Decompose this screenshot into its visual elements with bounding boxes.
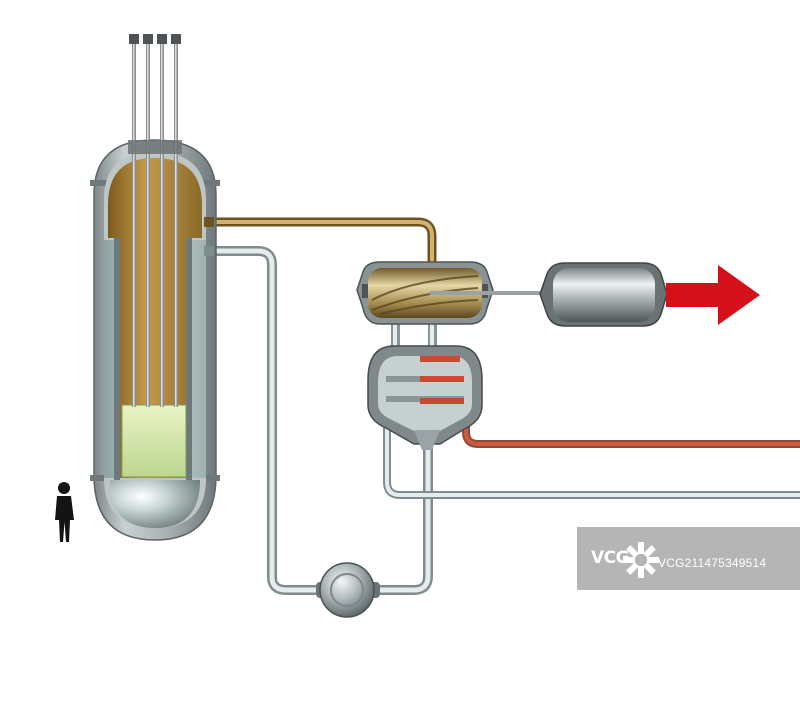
- human-figure: [55, 482, 74, 542]
- turbine: [356, 261, 494, 325]
- reactor-vessel: [90, 34, 220, 541]
- cold-return-pipe: [210, 246, 322, 595]
- hot-plenum: [108, 158, 202, 478]
- generator: [539, 262, 668, 327]
- watermark-logo: VCG: [591, 548, 630, 568]
- hot-coolant-pipe: [205, 217, 437, 265]
- heat-exchanger: [367, 345, 483, 450]
- power-output-arrow: [666, 265, 760, 325]
- turbine-shaft: [430, 291, 545, 295]
- control-rods: [128, 34, 182, 407]
- pump-outlet-pipe: [372, 435, 433, 595]
- circulation-pump: [316, 562, 380, 618]
- watermark-box: [577, 527, 800, 590]
- reactor-core: [121, 404, 187, 478]
- lower-head: [110, 480, 200, 528]
- watermark-id: VCG211475349514: [658, 556, 767, 570]
